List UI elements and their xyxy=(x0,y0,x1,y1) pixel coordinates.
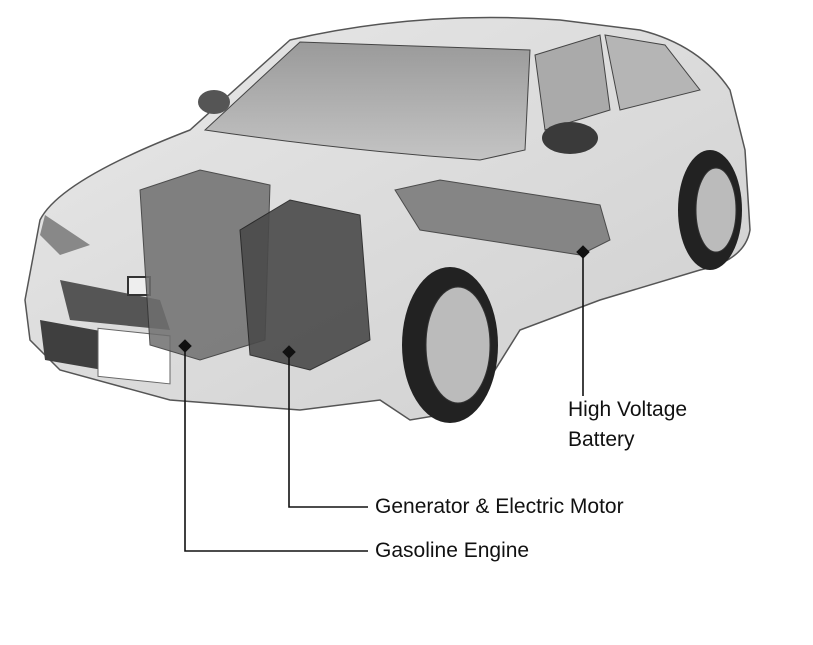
front-wheel xyxy=(402,267,498,423)
generator-motor xyxy=(239,199,371,371)
label-line: High Voltage xyxy=(568,398,688,421)
label-generator-electric-motor: Generator & Electric Motor xyxy=(375,495,624,518)
grille xyxy=(60,280,170,330)
callout-battery xyxy=(576,245,590,396)
side-window xyxy=(534,34,611,131)
mirror xyxy=(542,122,598,154)
callout-engine xyxy=(178,339,368,552)
callout-motor xyxy=(282,345,368,508)
high-voltage-battery xyxy=(394,179,611,256)
mirror xyxy=(198,90,230,114)
label-line: Battery xyxy=(568,428,635,451)
side-window xyxy=(604,34,701,111)
label-high-voltage-battery: High Voltage Battery xyxy=(568,395,687,455)
windshield xyxy=(203,41,531,161)
label-gasoline-engine: Gasoline Engine xyxy=(375,539,530,562)
headlight xyxy=(40,215,90,255)
rear-wheel xyxy=(678,150,742,270)
